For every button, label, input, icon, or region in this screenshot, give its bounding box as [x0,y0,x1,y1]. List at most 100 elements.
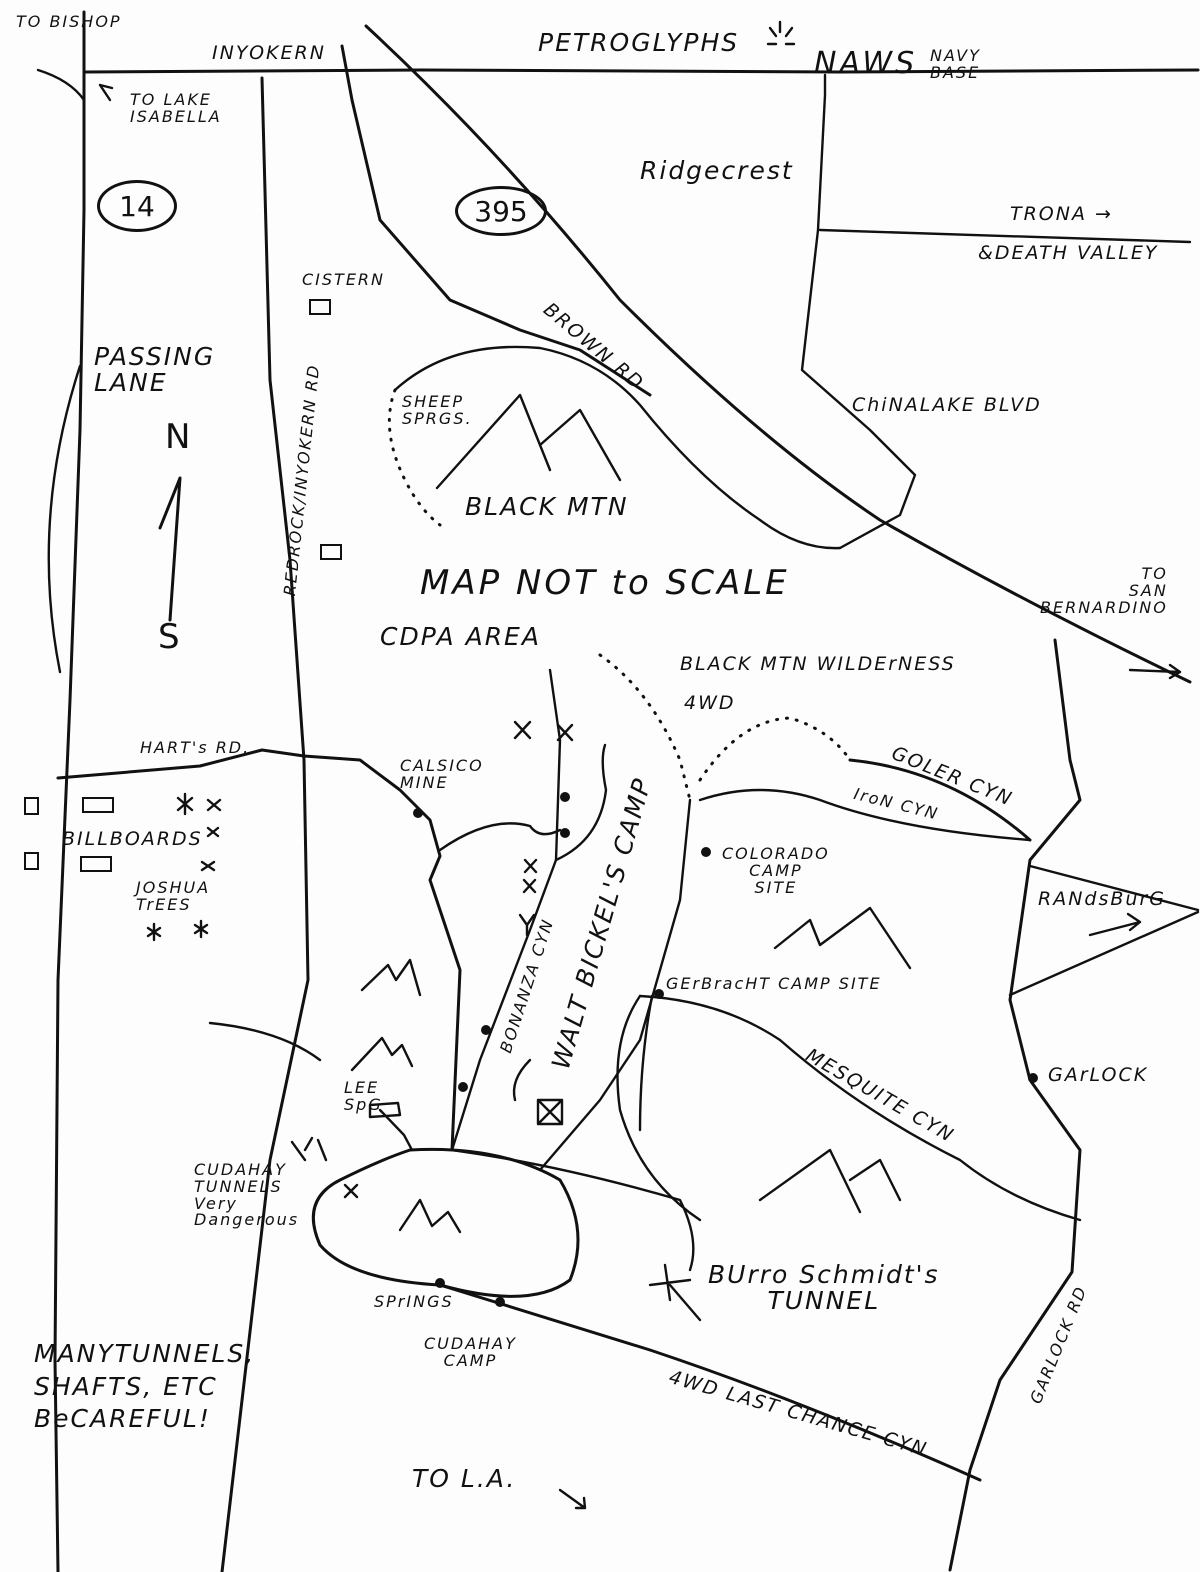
highway-395-west [340,44,652,397]
label-4wd: 4WD [684,692,736,714]
highway-14-shield: 14 [97,180,177,232]
map-warning: MANYTUNNELS, SHAFTS, ETC BeCAREFUL! [34,1339,256,1433]
randsburg-road-b [1008,910,1200,997]
lee-springs-marker [368,1101,402,1119]
wilderness-4wd-trail [598,653,852,802]
label-ridgecrest: Ridgecrest [640,156,794,185]
label-cudahay-tunnels: CUDAHAY TUNNELS Very Dangerous [194,1160,300,1230]
calsico-mine-dot [413,808,423,818]
cistern-icon [309,299,331,315]
north-arrow-n: N [165,417,194,457]
bonanza-loop [554,743,608,862]
y-marks [518,913,536,937]
garlock-dot [1028,1073,1038,1083]
inyokern-road [82,68,1200,74]
cudahay-tunnel-marks [290,1136,328,1162]
black-mtn-peaks [435,393,622,490]
north-arrow-s: S [158,617,183,657]
joshua-trees-marks [146,792,222,942]
bonanza-dot-b [560,828,570,838]
north-arrow [158,476,182,622]
cudahay-loop [311,1147,580,1298]
burro-schmidt-mine [648,1263,702,1322]
colorado-peaks [773,906,912,970]
label-petroglyphs: PETROGLYPHS [538,28,740,57]
label-cdpa-area: CDPA AREA [380,622,541,651]
lake-isabella-arrow [98,83,114,102]
structure-icon [320,544,342,560]
navy-base-boundary [800,73,917,550]
label-naws: NAWS [814,46,918,81]
bonanza-west [450,668,562,1152]
gerbracht-inner [638,994,654,1132]
lake-isabella-road [36,68,86,102]
label-gerbracht-camp-site: GErBracHT CAMP SITE [666,974,882,993]
lee-springs-path [378,1108,414,1152]
randsburg-arrow [1088,912,1142,937]
petroglyphs-icon [766,20,796,46]
label-to-lake-isabella: TO LAKE ISABELLA [130,90,222,126]
label-trona: TRONA → [1010,203,1113,225]
label-billboards: BILLBOARDS [62,828,203,850]
passing-lane [47,364,82,674]
label-navy-base: NAVY BASE [930,46,981,82]
label-inyokern: INYOKERN [212,42,326,64]
highway-14-east-edge [220,76,310,1572]
iron-canyon [698,788,1032,842]
highway-14-west-edge [53,10,86,1572]
gerbracht-west [616,994,702,1222]
west-peaks-b [350,1036,414,1072]
walt-bickel-camp-box [536,1098,564,1126]
west-branch [208,1021,322,1062]
gerbracht-dot [654,989,664,999]
label-randsburg: RANdsBurG [1038,888,1166,910]
colorado-camp-dot [701,847,711,857]
label-colorado-camp-site: COLORADO CAMP SITE [722,844,830,897]
label-black-mtn-wilderness: BLACK MTN WILDErNESS [680,653,956,675]
x-marks [343,720,574,1199]
bonanza-dot-a [560,792,570,802]
billboard-icon-a [24,797,39,815]
mesquite-peaks [758,1148,902,1214]
harts-road [56,748,462,1152]
billboard-icon-b [82,797,114,813]
san-bernardino-arrow [1128,663,1182,680]
to-la-arrow [558,1488,587,1510]
label-joshua-trees: JOSHUA TrEES [136,878,211,914]
walt-bickel-east [538,798,692,1172]
highway-395-shield: 395 [455,186,547,236]
label-calsico-mine: CALSICO MINE [400,756,484,792]
label-to-bishop: TO BISHOP [16,12,122,31]
billboard-icon-d [80,856,112,872]
label-burro-schmidts-tunnel: BUrro Schmidt's TUNNEL [708,1260,940,1316]
cudahay-camp-dot [495,1297,505,1307]
highway-395-east [364,24,1192,684]
randsburg-road-a [1028,864,1200,912]
label-cistern: CISTERN [302,270,386,289]
inner-peaks [398,1198,462,1234]
label-chinalake-blvd: ChiNALAKE BLVD [852,394,1042,416]
walt-bickel-arrow [512,1058,532,1102]
trona-road [818,228,1192,244]
label-death-valley: &DEATH VALLEY [978,242,1159,264]
map-notice: MAP NOT to SCALE [420,563,790,603]
label-lee-springs: LEE SpG [344,1078,383,1114]
west-peaks-a [360,958,422,997]
lower-canyon-loop [450,1148,695,1272]
mesquite-canyon [638,994,1082,1222]
label-garlock: GArLOCK [1048,1064,1149,1086]
label-passing-lane: PASSING LANE [94,342,216,398]
calsico-branch [438,822,562,852]
springs-dot [435,1278,445,1288]
label-to-la: TO L.A. [412,1464,517,1493]
goler-canyon [848,758,1032,842]
label-black-mtn: BLACK MTN [465,492,629,521]
label-harts-rd: HART's RD. [140,738,251,757]
label-to-san-bernardino: TO SAN BERNARDINO [1040,564,1168,617]
label-cudahay-camp: CUDAHAY CAMP [424,1334,517,1370]
label-springs: SPrINGS [374,1292,454,1311]
sheep-springs-loop [393,345,842,550]
bonanza-dot-c [481,1025,491,1035]
